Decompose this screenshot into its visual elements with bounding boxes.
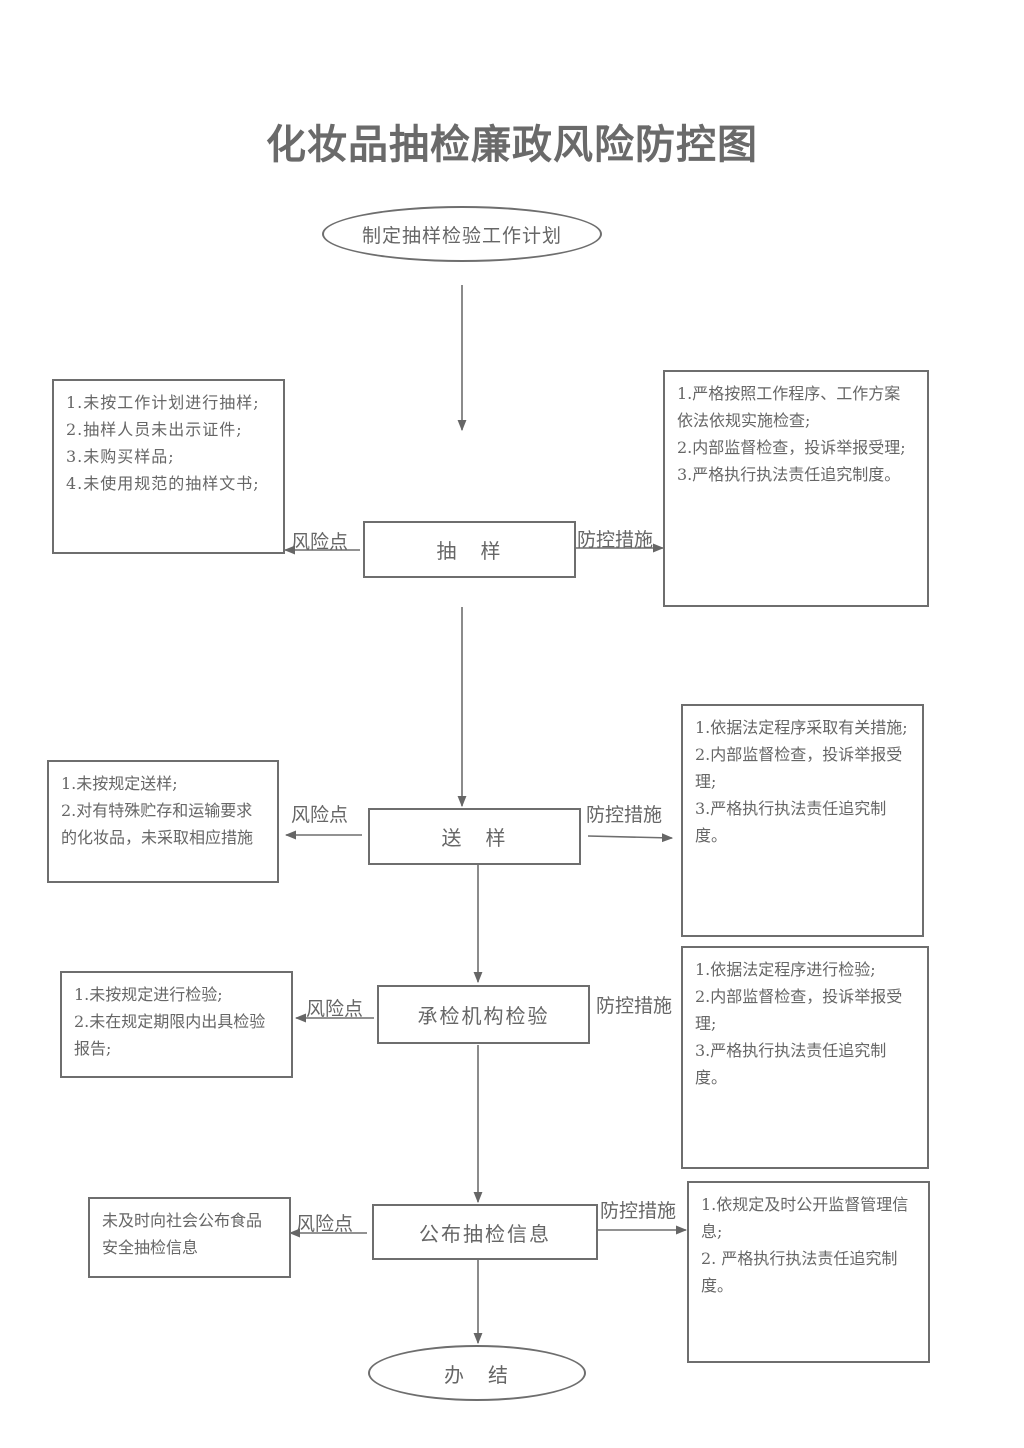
step-sampling: 抽 样 [363,521,576,578]
risk-item: 未及时向社会公布食品安全抽检信息 [102,1211,263,1257]
risk-item: 1.未按工作计划进行抽样; [66,393,260,412]
risk-label-3: 风险点 [306,998,364,1020]
measure-item: 2. 严格执行执法责任追究制度。 [701,1249,898,1295]
risk-item: 1.未按规定进行检验; [74,985,223,1004]
measure-item: 1.依据法定程序采取有关措施; [695,718,908,737]
risk-label-4: 风险点 [296,1213,354,1235]
measure-item: 3.严格执行执法责任追究制度。 [695,1041,887,1087]
measure-label-3: 防控措施 [596,995,673,1017]
measure-item: 3.严格执行执法责任追究制度。 [695,799,887,845]
arrow-measure-2 [587,833,674,843]
risk-label-2: 风险点 [291,804,349,826]
measure-item: 2.内部监督检查，投诉举报受理; [695,745,903,791]
start-node: 制定抽样检验工作计划 [322,206,602,262]
risk-box-sampling: 1.未按工作计划进行抽样; 2.抽样人员未出示证件; 3.未购买样品; 4.未使… [52,379,285,554]
measure-box-sampling: 1.严格按照工作程序、工作方案依法依规实施检查; 2.内部监督检查，投诉举报受理… [663,370,929,607]
risk-item: 3.未购买样品; [66,447,175,466]
measure-item: 2.内部监督检查，投诉举报受理; [695,987,903,1033]
measure-item: 2.内部监督检查，投诉举报受理; [677,438,906,457]
measure-item: 1.依据法定程序进行检验; [695,960,876,979]
measure-label-4: 防控措施 [600,1200,677,1222]
measure-item: 1.依规定及时公开监督管理信息; [701,1195,909,1241]
measure-box-delivery: 1.依据法定程序采取有关措施; 2.内部监督检查，投诉举报受理; 3.严格执行执… [681,704,924,937]
risk-item: 2.未在规定期限内出具检验报告; [74,1012,266,1058]
risk-box-delivery: 1.未按规定送样; 2.对有特殊贮存和运输要求的化妆品，未采取相应措施 [47,760,279,883]
step-sample-delivery: 送 样 [368,808,581,865]
measure-box-publish: 1.依规定及时公开监督管理信息; 2. 严格执行执法责任追究制度。 [687,1181,930,1363]
risk-item: 2.抽样人员未出示证件; [66,420,243,439]
risk-item: 4.未使用规范的抽样文书; [66,474,260,493]
step-publish-results: 公布抽检信息 [372,1204,598,1260]
risk-label-1: 风险点 [291,531,349,553]
measure-box-inspection: 1.依据法定程序进行检验; 2.内部监督检查，投诉举报受理; 3.严格执行执法责… [681,946,929,1169]
risk-box-publish: 未及时向社会公布食品安全抽检信息 [88,1197,291,1278]
risk-box-inspection: 1.未按规定进行检验; 2.未在规定期限内出具检验报告; [60,971,293,1078]
page-title: 化妆品抽检廉政风险防控图 [266,121,758,168]
step-inspection: 承检机构检验 [377,985,590,1044]
end-node: 办 结 [368,1345,586,1401]
risk-item: 1.未按规定送样; [61,774,178,793]
measure-label-2: 防控措施 [586,804,663,826]
measure-item: 3.严格执行执法责任追究制度。 [677,465,901,484]
measure-item: 1.严格按照工作程序、工作方案依法依规实施检查; [677,384,901,430]
measure-label-1: 防控措施 [577,529,654,551]
risk-item: 2.对有特殊贮存和运输要求的化妆品，未采取相应措施 [61,801,254,847]
